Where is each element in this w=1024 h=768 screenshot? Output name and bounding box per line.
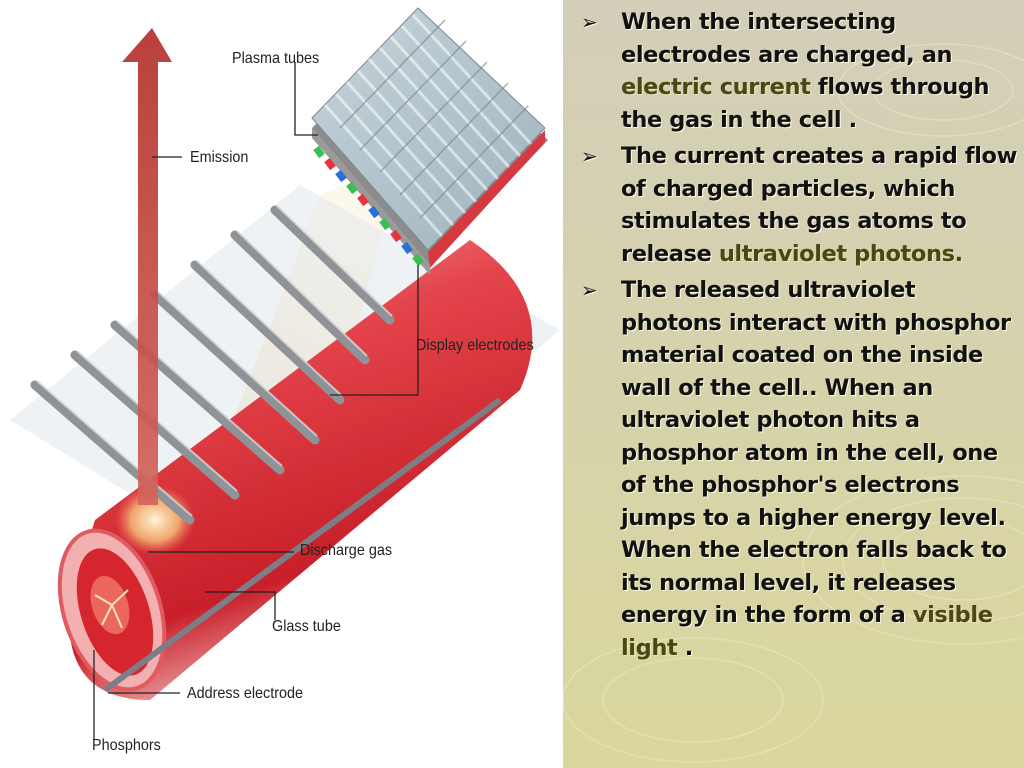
emission-arrow	[122, 28, 172, 505]
leader-lines	[93, 62, 419, 740]
label-display-electrodes: Display electrodes	[416, 337, 534, 354]
highlight-electric-current: electric current	[621, 74, 811, 100]
text-panel: ➢When the intersecting electrodes are ch…	[563, 0, 1024, 768]
arrow-bullet-icon: ➢	[581, 144, 598, 168]
plasma-diagram: Plasma tubes Emission Display electrodes…	[0, 0, 563, 768]
address-electrode	[103, 397, 502, 693]
arrow-bullet-icon: ➢	[581, 278, 598, 302]
bullet-item-3: ➢The released ultraviolet photons intera…	[581, 274, 1021, 664]
bullet-item-1: ➢When the intersecting electrodes are ch…	[581, 6, 1021, 136]
glass-tube-body	[69, 240, 533, 700]
plasma-panel	[311, 7, 548, 275]
phosphor-rays	[94, 589, 129, 629]
label-plasma-tubes: Plasma tubes	[232, 50, 320, 67]
ripple-decoration	[563, 43, 1024, 763]
label-address-electrode: Address electrode	[187, 685, 304, 702]
label-glass-tube: Glass tube	[272, 618, 341, 635]
bullet-item-2: ➢The current creates a rapid flow of cha…	[581, 140, 1021, 270]
label-discharge-gas: Discharge gas	[300, 542, 393, 559]
label-phosphors: Phosphors	[92, 737, 161, 754]
bullet-list: ➢When the intersecting electrodes are ch…	[581, 6, 1021, 668]
arrow-bullet-icon: ➢	[581, 10, 598, 34]
highlight-ultraviolet-photons: ultraviolet photons.	[718, 240, 963, 267]
label-emission: Emission	[190, 149, 249, 166]
plasma-cell-illustration	[10, 7, 560, 740]
highlight-visible-light: visible light	[621, 602, 993, 661]
